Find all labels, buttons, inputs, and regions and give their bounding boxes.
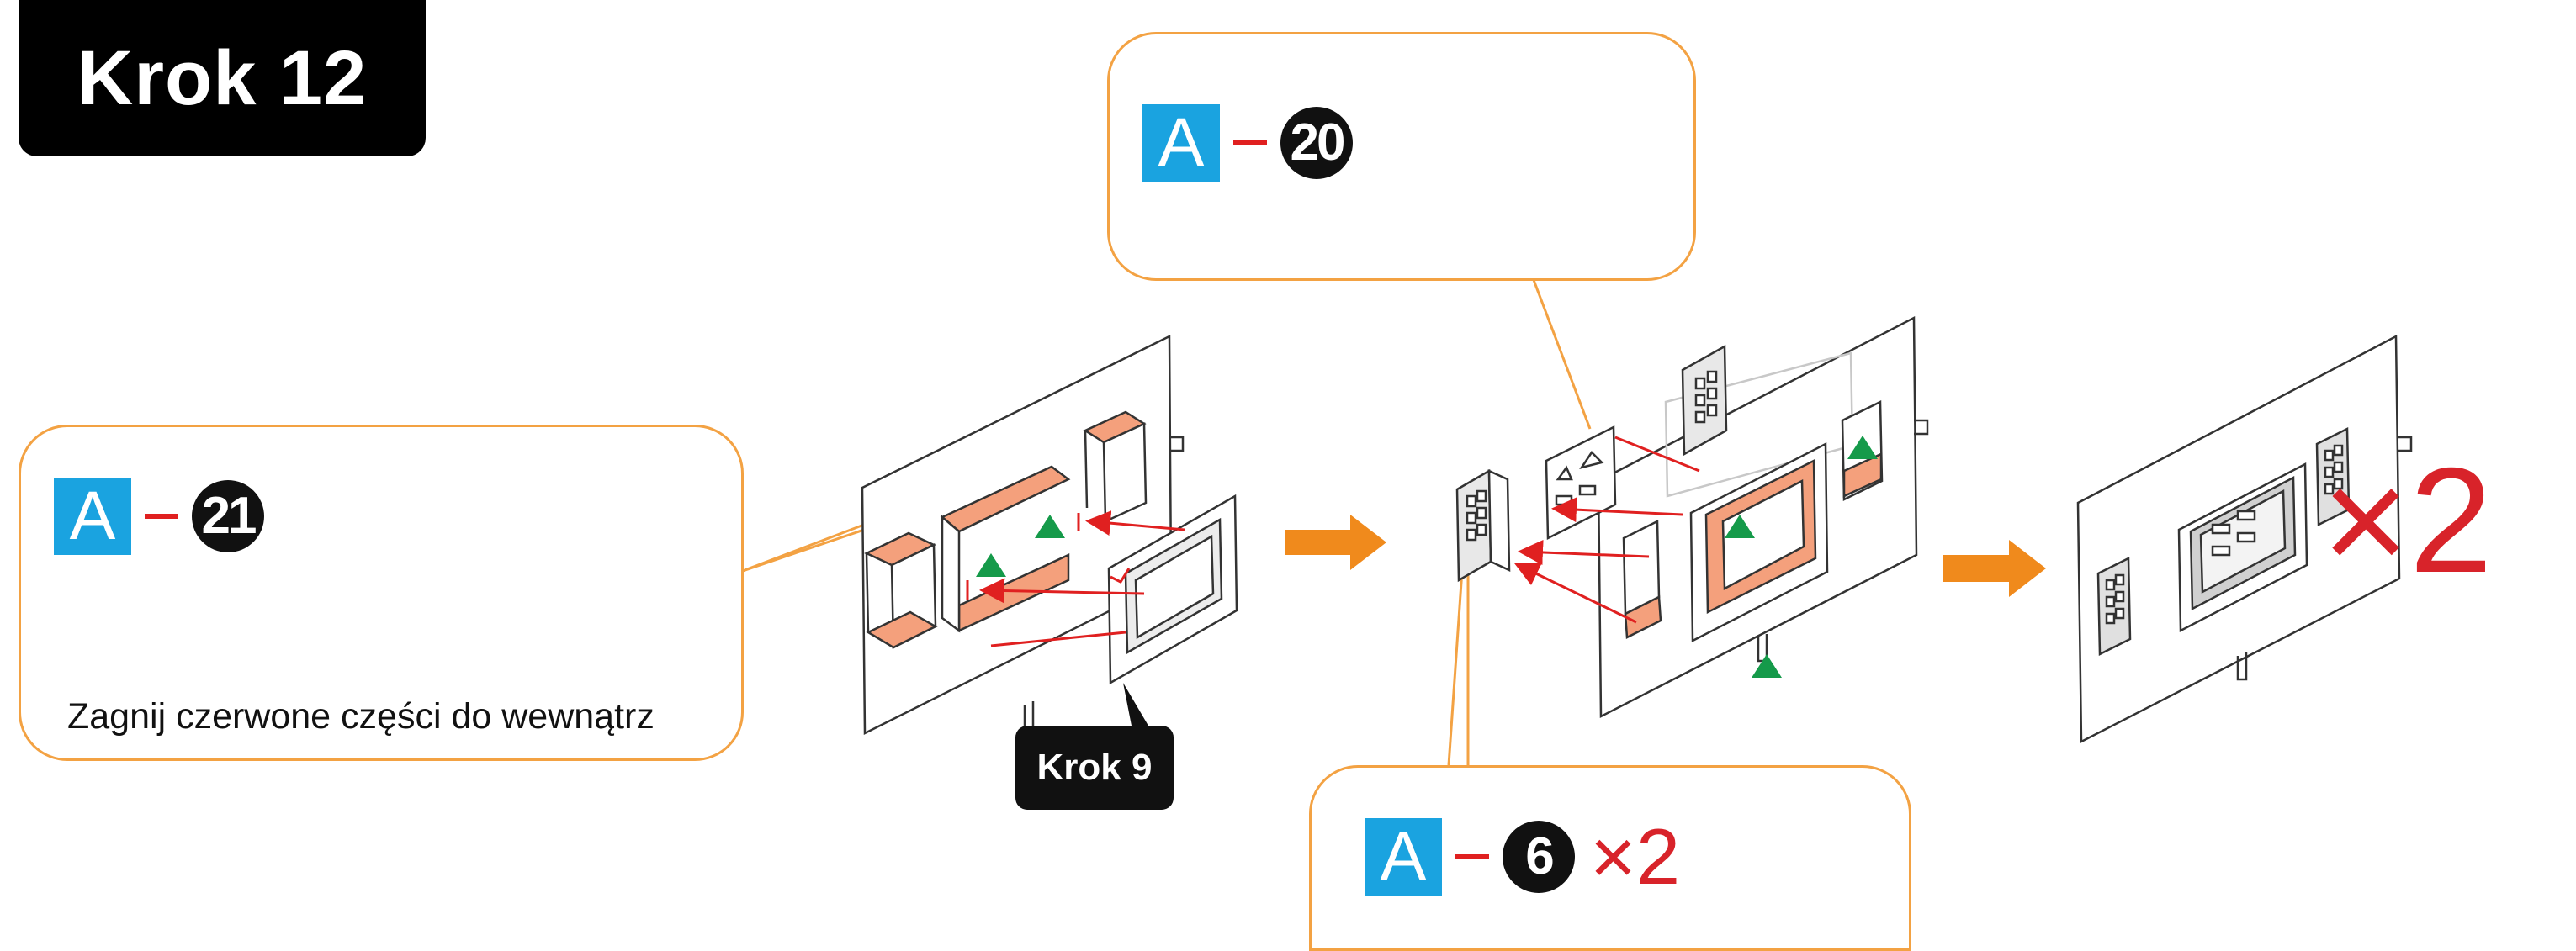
part-letter-tile: A <box>54 478 131 555</box>
part-letter-tile: A <box>1365 818 1442 896</box>
part-dash <box>1455 854 1489 859</box>
assembly-step-one <box>861 334 1238 736</box>
central-box <box>940 465 1071 633</box>
part-letter-tile: A <box>1142 104 1220 182</box>
panel-tabs <box>2236 436 2413 681</box>
tower-piece <box>1681 344 1728 457</box>
orange-arrow-2 <box>1943 540 2046 597</box>
step-title-badge: Krok 12 <box>19 0 426 156</box>
step-title: Krok 12 <box>77 34 368 121</box>
part-code-21: A 21 <box>54 478 264 555</box>
reference-pointer <box>1123 683 1148 726</box>
door-left-finished <box>2096 556 2132 657</box>
callout-part-21 <box>19 425 744 761</box>
reference-step-badge: Krok 9 <box>1015 726 1174 810</box>
part-code-6: A 6 ×2 <box>1365 817 1680 896</box>
callout-part-20 <box>1107 32 1696 281</box>
folded-box-left <box>864 531 938 650</box>
fold-instruction: Zagnij czerwone części do wewnątrz <box>67 696 655 737</box>
green-marker <box>1725 515 1755 538</box>
reference-step-label: Krok 9 <box>1036 747 1153 788</box>
frame-opening <box>1689 441 1829 643</box>
green-marker <box>1847 436 1878 459</box>
green-marker <box>1752 654 1782 678</box>
assembly-one-guides <box>966 510 1185 647</box>
green-marker <box>1035 515 1065 538</box>
result-quantity: ×2 <box>2322 436 2493 604</box>
door-piece <box>1455 468 1511 583</box>
folded-box-right <box>1083 410 1148 523</box>
door-right-finished <box>2315 426 2351 527</box>
part-dash <box>1233 140 1267 145</box>
window-frame-piece <box>1107 494 1238 685</box>
assembly-two-guides <box>1513 436 1878 678</box>
window-frame-finished <box>2177 462 2308 633</box>
part-dash <box>145 514 178 519</box>
orange-arrow-1 <box>1285 515 1386 570</box>
assembly-step-two <box>1455 315 1929 719</box>
leader-part-20 <box>1529 272 1592 430</box>
green-marker <box>976 553 1006 577</box>
part-code-20: A 20 <box>1142 104 1353 182</box>
part-number-circle: 21 <box>192 480 264 552</box>
folded-box-left <box>1622 519 1662 639</box>
part-number-circle: 20 <box>1280 107 1353 179</box>
part-number-circle: 6 <box>1503 821 1575 893</box>
finished-wall <box>2076 334 2413 744</box>
part-quantity: ×2 <box>1590 812 1681 901</box>
